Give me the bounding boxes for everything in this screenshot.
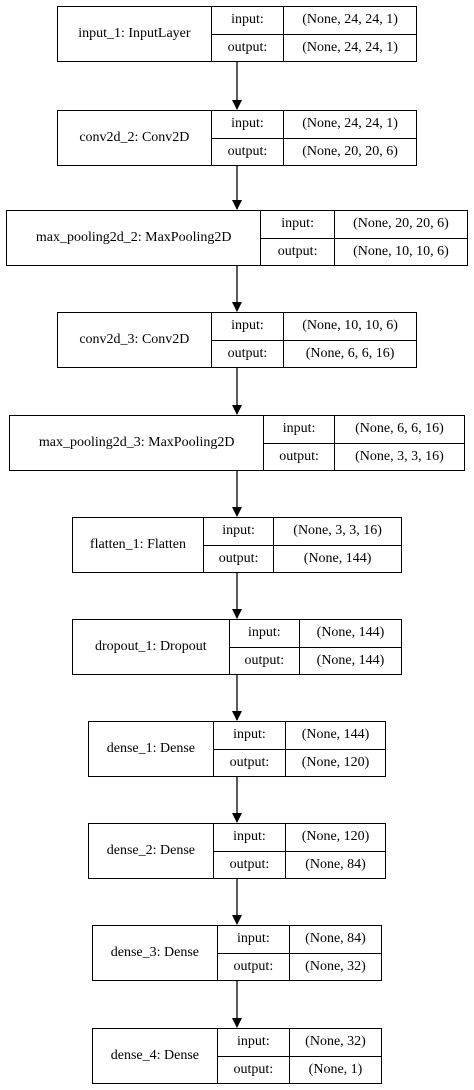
output-shape: (None, 120) — [301, 754, 370, 770]
io-label-column: input: output: — [213, 824, 287, 878]
io-value-column: (None, 120) (None, 84) — [286, 824, 385, 878]
input-shape: (None, 24, 24, 1) — [284, 7, 416, 35]
input-label: input: — [211, 111, 284, 139]
io-label-column: input: output: — [261, 211, 335, 265]
output-shape: (None, 144) — [316, 652, 385, 668]
io-label-column: input: output: — [264, 416, 335, 470]
output-label: output: — [279, 448, 319, 464]
input-shape: (None, 144) — [286, 722, 385, 750]
layer-name: conv2d_3: Conv2D — [58, 313, 212, 367]
layer-name: conv2d_2: Conv2D — [58, 111, 212, 165]
output-label: output: — [277, 243, 318, 259]
output-shape: (None, 1) — [308, 1061, 363, 1077]
io-value-column: (None, 144) (None, 144) — [299, 620, 401, 674]
output-shape: (None, 24, 24, 1) — [302, 39, 398, 55]
output-shape: (None, 6, 6, 16) — [305, 345, 395, 361]
input-shape: (None, 120) — [286, 824, 385, 852]
output-label: output: — [227, 39, 268, 55]
io-value-column: (None, 144) (None, 120) — [286, 722, 385, 776]
input-label: input: — [213, 824, 286, 852]
io-label-column: input: output: — [213, 722, 287, 776]
output-label: output: — [218, 550, 259, 566]
input-label: input: — [213, 722, 286, 750]
input-shape: (None, 6, 6, 16) — [334, 416, 465, 444]
output-shape: (None, 32) — [305, 958, 366, 974]
io-label-column: input: output: — [217, 926, 290, 980]
input-label: input: — [211, 7, 284, 35]
output-shape: (None, 20, 20, 6) — [302, 143, 398, 159]
output-label: output: — [227, 345, 268, 361]
input-label: input: — [203, 518, 274, 546]
output-label: output: — [244, 652, 285, 668]
output-shape: (None, 10, 10, 6) — [353, 243, 449, 259]
input-shape: (None, 10, 10, 6) — [284, 313, 416, 341]
output-shape: (None, 144) — [303, 550, 372, 566]
layer-name: dense_2: Dense — [89, 824, 214, 878]
output-shape: (None, 84) — [305, 856, 366, 872]
output-label: output: — [229, 856, 270, 872]
input-shape: (None, 24, 24, 1) — [284, 111, 416, 139]
input-shape: (None, 3, 3, 16) — [274, 518, 401, 546]
io-value-column: (None, 24, 24, 1) (None, 20, 20, 6) — [284, 111, 416, 165]
io-value-column: (None, 24, 24, 1) (None, 24, 24, 1) — [284, 7, 416, 61]
input-shape: (None, 144) — [299, 620, 401, 648]
output-label: output: — [227, 143, 268, 159]
input-label: input: — [217, 926, 289, 954]
io-label-column: input: output: — [217, 1029, 290, 1083]
layer-name: max_pooling2d_3: MaxPooling2D — [10, 416, 265, 470]
layer-name: flatten_1: Flatten — [73, 518, 204, 572]
input-shape: (None, 84) — [290, 926, 381, 954]
input-shape: (None, 20, 20, 6) — [334, 211, 467, 239]
io-value-column: (None, 3, 3, 16) (None, 144) — [274, 518, 401, 572]
input-label: input: — [229, 620, 299, 648]
io-value-column: (None, 6, 6, 16) (None, 3, 3, 16) — [334, 416, 465, 470]
layer-name: dense_1: Dense — [89, 722, 214, 776]
io-value-column: (None, 32) (None, 1) — [290, 1029, 381, 1083]
output-label: output: — [233, 1061, 274, 1077]
layer-name: dropout_1: Dropout — [73, 620, 230, 674]
io-label-column: input: output: — [229, 620, 300, 674]
io-label-column: input: output: — [211, 111, 285, 165]
output-shape: (None, 3, 3, 16) — [355, 448, 444, 464]
io-value-column: (None, 20, 20, 6) (None, 10, 10, 6) — [334, 211, 467, 265]
layer-name: dense_3: Dense — [93, 926, 218, 980]
input-label: input: — [261, 211, 334, 239]
output-label: output: — [229, 754, 270, 770]
io-value-column: (None, 10, 10, 6) (None, 6, 6, 16) — [284, 313, 416, 367]
layer-name: input_1: InputLayer — [58, 7, 212, 61]
input-label: input: — [211, 313, 284, 341]
layer-name: dense_4: Dense — [93, 1029, 218, 1083]
input-shape: (None, 32) — [290, 1029, 381, 1057]
io-label-column: input: output: — [203, 518, 275, 572]
input-label: input: — [264, 416, 334, 444]
output-label: output: — [233, 958, 274, 974]
layer-name: max_pooling2d_2: MaxPooling2D — [7, 211, 262, 265]
io-label-column: input: output: — [211, 7, 285, 61]
io-value-column: (None, 84) (None, 32) — [290, 926, 381, 980]
input-label: input: — [217, 1029, 289, 1057]
io-label-column: input: output: — [211, 313, 285, 367]
